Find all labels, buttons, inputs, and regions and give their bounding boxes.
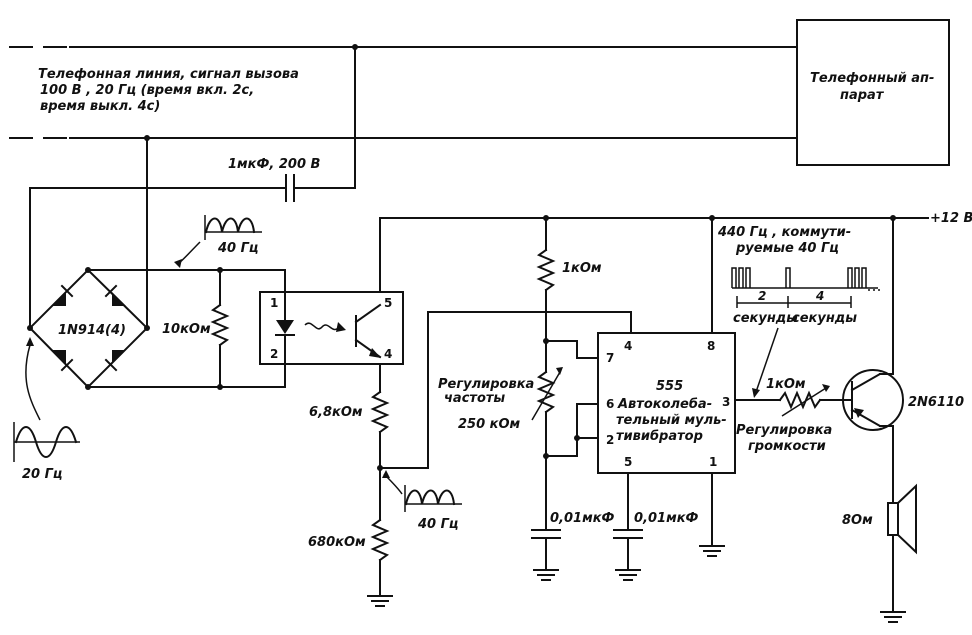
capacitor-2-label: 0,01мкФ (634, 511, 699, 526)
coupling-capacitor (29, 46, 356, 202)
opto-pin-4: 4 (384, 347, 392, 361)
ic-pin-3: 3 (722, 395, 730, 409)
volume-adjust-label-2: громкости (748, 439, 826, 454)
resistor-10k-label: 10кОм (162, 322, 211, 337)
seconds-2-value: 2 (758, 289, 766, 303)
resistor-10k (210, 269, 230, 388)
ic-name: 555 (656, 379, 683, 394)
capacitor-1-label: 0,01мкФ (550, 511, 615, 526)
annotation-pointer-head (752, 388, 760, 398)
ic-pin-7: 7 (606, 351, 614, 365)
phone-line-label-3: время выкл. 4с) (40, 99, 160, 114)
freq-40hz-bottom-label: 40 Гц (417, 517, 459, 532)
annotation-pointer (755, 327, 779, 393)
phone-line-label-1: Телефонная линия, сигнал вызова (38, 67, 299, 82)
ic-pin-4: 4 (624, 339, 632, 353)
seconds-label-1: секунды (733, 311, 798, 326)
ic-pin-2: 2 (606, 433, 614, 447)
pulse-40hz-top-icon (174, 215, 262, 268)
tone-label-1: 440 Гц , коммути- (717, 225, 851, 240)
bridge-rectifier (27, 137, 286, 390)
opto-pin-2: 2 (270, 347, 278, 361)
resistor-6-8k-label: 6,8кОм (309, 405, 363, 420)
pot-250k-label: 250 кОм (458, 417, 521, 432)
supply-rail (379, 215, 929, 293)
phone-line-label-2: 100 В , 20 Гц (время вкл. 2с, (40, 83, 254, 98)
freq-adjust-label-1: Регулировка (438, 377, 534, 392)
ic-desc-3: тивибратор (616, 429, 703, 444)
ic-desc-2: тельный муль- (616, 413, 727, 428)
resistor-1k-volume-label: 1кОм (766, 377, 806, 392)
ic-pin-1: 1 (709, 455, 717, 469)
speaker-label: 8Ом (842, 513, 873, 528)
emitter-resistor-chain (367, 311, 632, 607)
ic-desc-1: Автоколеба- (617, 397, 712, 412)
ic-pin-6: 6 (606, 397, 614, 411)
optocoupler (259, 269, 404, 388)
freq-20hz-label: 20 Гц (22, 467, 63, 482)
output-stage (734, 217, 917, 623)
resistor-680k-label: 680кОм (308, 535, 366, 550)
telephone-set-label-2: парат (840, 88, 885, 103)
bridge-label: 1N914(4) (58, 323, 126, 338)
telephone-set-label-1: Телефонный ап- (810, 71, 934, 86)
freq-adjust-label-2: частоты (444, 391, 505, 406)
timing-network (531, 217, 599, 581)
transistor-label: 2N6110 (908, 395, 964, 410)
tone-label-2: руемые 40 Гц (735, 241, 839, 256)
seconds-label-2: секунды (792, 311, 857, 326)
opto-pin-5: 5 (384, 296, 392, 310)
opto-pin-1: 1 (270, 296, 278, 310)
coupling-capacitor-label: 1мкФ, 200 В (228, 157, 321, 172)
pulse-train-icon (731, 267, 880, 308)
pulse-40hz-bottom-icon (382, 470, 462, 512)
ic-555 (597, 217, 736, 581)
ic-pin-8: 8 (707, 339, 715, 353)
supply-label: +12 В (930, 211, 972, 226)
resistor-1k-top-label: 1кОм (562, 261, 602, 276)
volume-adjust-label-1: Регулировка (736, 423, 832, 438)
seconds-4-value: 4 (815, 289, 824, 303)
freq-40hz-top-label: 40 Гц (217, 241, 259, 256)
sine-20hz-icon (13, 337, 80, 462)
telephone-set-box (796, 19, 950, 166)
ic-pin-5: 5 (624, 455, 632, 469)
